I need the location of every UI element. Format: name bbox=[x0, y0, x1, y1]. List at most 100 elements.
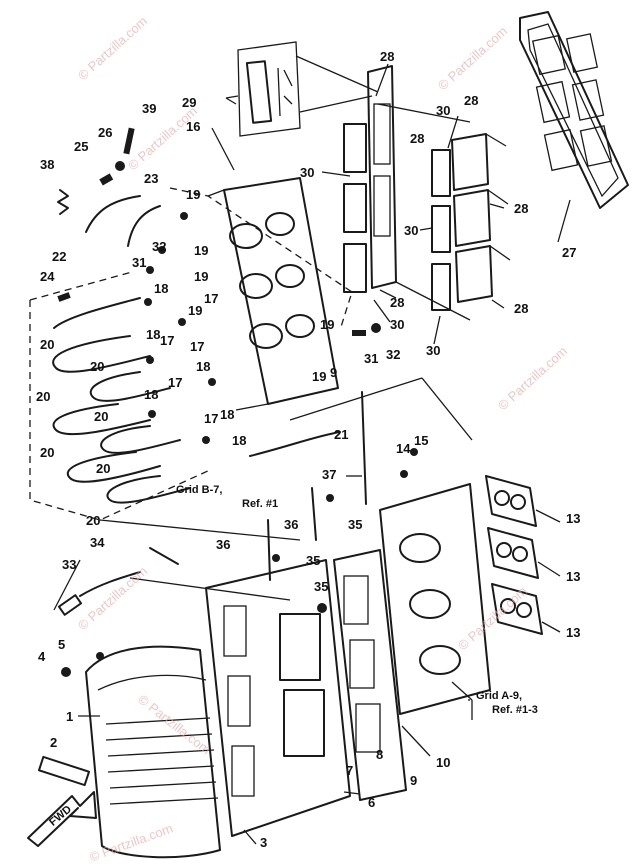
callout: 34 bbox=[90, 535, 105, 550]
callout: 35 bbox=[314, 579, 329, 594]
part-22-hose bbox=[85, 195, 141, 233]
fwd-arrow bbox=[27, 791, 97, 847]
callout: 28 bbox=[390, 295, 405, 310]
callout: 35 bbox=[306, 553, 321, 568]
callout: 14 bbox=[396, 441, 411, 456]
callout: 25 bbox=[74, 139, 89, 154]
callout: 6 bbox=[368, 795, 376, 810]
callout: 32 bbox=[152, 239, 167, 254]
callout: 21 bbox=[334, 427, 349, 442]
reference-note-grid-a9: Grid A-9, Ref. #1-3 bbox=[476, 690, 538, 718]
reed-valve-groups bbox=[343, 65, 511, 321]
callout: 13 bbox=[566, 569, 581, 584]
callout: 30 bbox=[300, 165, 315, 180]
callout: 26 bbox=[98, 125, 113, 140]
part-13-gaskets bbox=[485, 475, 543, 635]
callout: 17 bbox=[204, 291, 219, 306]
reference-note-grid-b7: Grid B-7, Ref. #1 bbox=[176, 484, 278, 512]
callout: 38 bbox=[40, 157, 55, 172]
callout: 18 bbox=[154, 281, 169, 296]
callout: 19 bbox=[186, 187, 201, 202]
carburetor-bodies bbox=[379, 483, 491, 715]
callout: 30 bbox=[436, 103, 451, 118]
callout: 31 bbox=[132, 255, 147, 270]
callout: 35 bbox=[348, 517, 363, 532]
callout: 15 bbox=[414, 433, 429, 448]
reference-grid-a9: Grid A-9, bbox=[476, 690, 523, 702]
part-16-manifold bbox=[207, 177, 339, 411]
callout: 20 bbox=[94, 409, 109, 424]
callout: 2 bbox=[50, 735, 58, 750]
callout: 39 bbox=[142, 101, 157, 116]
callout: 17 bbox=[190, 339, 205, 354]
callout: 9 bbox=[330, 365, 338, 380]
reference-grid-a9-ref: Ref. #1-3 bbox=[492, 703, 538, 716]
callout: 20 bbox=[86, 513, 101, 528]
leader-lines bbox=[78, 63, 571, 845]
part-2-label bbox=[38, 755, 90, 787]
part-33-sensor bbox=[57, 571, 141, 616]
callout: 18 bbox=[220, 407, 235, 422]
dashed-assembly-lines bbox=[29, 187, 473, 720]
part-21-hose bbox=[249, 431, 341, 457]
callout: 29 bbox=[182, 95, 197, 110]
part-27-gasket bbox=[519, 11, 629, 209]
callout: 28 bbox=[464, 93, 479, 108]
callout: 17 bbox=[160, 333, 175, 348]
callout: 19 bbox=[312, 369, 327, 384]
callout: 4 bbox=[38, 649, 46, 664]
callout: 32 bbox=[386, 347, 401, 362]
part-3-base bbox=[205, 559, 351, 837]
callout: 17 bbox=[204, 411, 219, 426]
callout: 18 bbox=[196, 359, 211, 374]
callout: 36 bbox=[284, 517, 299, 532]
callout: 19 bbox=[194, 243, 209, 258]
callout: 23 bbox=[144, 171, 159, 186]
callout: 19 bbox=[194, 269, 209, 284]
callout: 24 bbox=[40, 269, 55, 284]
part-20-hoses bbox=[52, 297, 191, 504]
callout: 20 bbox=[40, 337, 55, 352]
callout: 28 bbox=[380, 49, 395, 64]
reference-grid-b7-ref: Ref. #1 bbox=[242, 497, 279, 510]
callout: 30 bbox=[404, 223, 419, 238]
part-6-gaskets bbox=[333, 549, 407, 801]
callout: 3 bbox=[260, 835, 268, 850]
fasteners bbox=[57, 127, 418, 677]
callout: 13 bbox=[566, 625, 581, 640]
linkage-rods bbox=[149, 391, 367, 581]
callout: 18 bbox=[144, 387, 159, 402]
callout: 8 bbox=[376, 747, 384, 762]
callout: 36 bbox=[216, 537, 231, 552]
callout: 22 bbox=[52, 249, 67, 264]
callout: 37 bbox=[322, 467, 337, 482]
callout: 20 bbox=[36, 389, 51, 404]
callout: 20 bbox=[96, 461, 111, 476]
part-23-hose bbox=[127, 205, 161, 247]
callout: 7 bbox=[346, 763, 354, 778]
callout: 20 bbox=[90, 359, 105, 374]
callout: 9 bbox=[410, 773, 418, 788]
callout: 30 bbox=[390, 317, 405, 332]
callout: 17 bbox=[168, 375, 183, 390]
callout: 5 bbox=[58, 637, 66, 652]
callout: 19 bbox=[320, 317, 335, 332]
callout: 28 bbox=[410, 131, 425, 146]
reference-grid-b7: Grid B-7, bbox=[176, 484, 223, 496]
callout: 18 bbox=[232, 433, 247, 448]
callout: 19 bbox=[188, 303, 203, 318]
callout: 28 bbox=[514, 301, 529, 316]
callout: 27 bbox=[562, 245, 577, 260]
callout: 10 bbox=[436, 755, 451, 770]
part-29-detail-box bbox=[225, 41, 379, 137]
callout: 33 bbox=[62, 557, 77, 572]
part-1-cover bbox=[85, 645, 221, 859]
callout: 28 bbox=[514, 201, 529, 216]
callout: 1 bbox=[66, 709, 74, 724]
callout: 13 bbox=[566, 511, 581, 526]
callout: 18 bbox=[146, 327, 161, 342]
callout: 16 bbox=[186, 119, 201, 134]
callout: 31 bbox=[364, 351, 379, 366]
